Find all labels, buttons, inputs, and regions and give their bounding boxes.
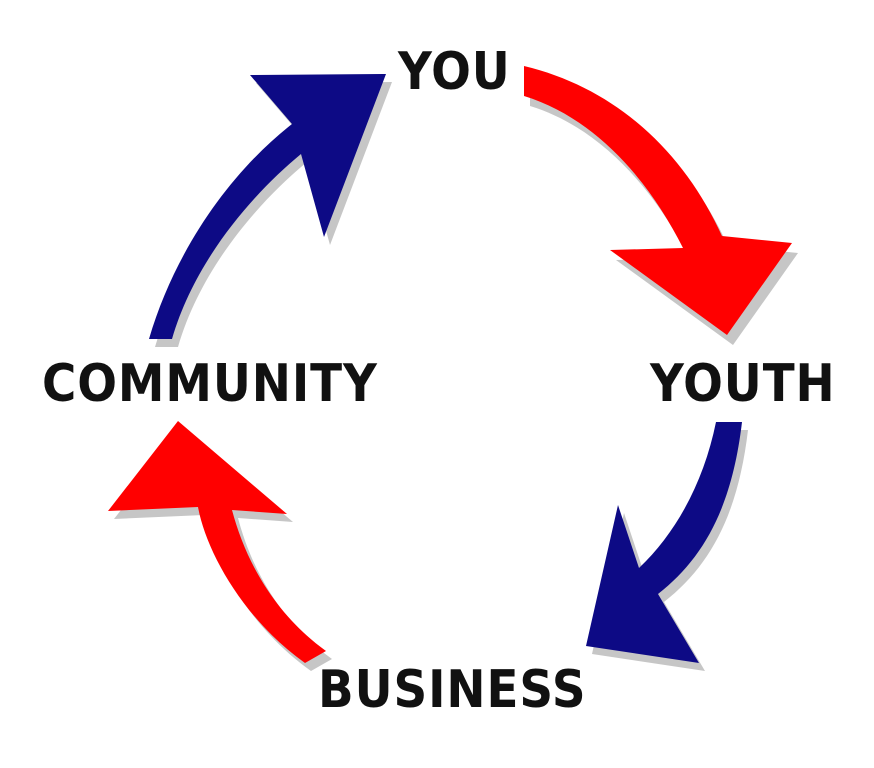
arrow-you-to-youth bbox=[524, 66, 792, 335]
node-label-community: COMMUNITY bbox=[42, 354, 378, 414]
arrow-business-to-community bbox=[108, 421, 326, 663]
arrow-youth-to-business bbox=[586, 422, 742, 663]
node-label-youth: YOUTH bbox=[650, 354, 836, 414]
node-label-you: YOU bbox=[398, 42, 511, 102]
arrow-community-to-you bbox=[149, 74, 386, 339]
node-label-business: BUSINESS bbox=[318, 660, 587, 720]
